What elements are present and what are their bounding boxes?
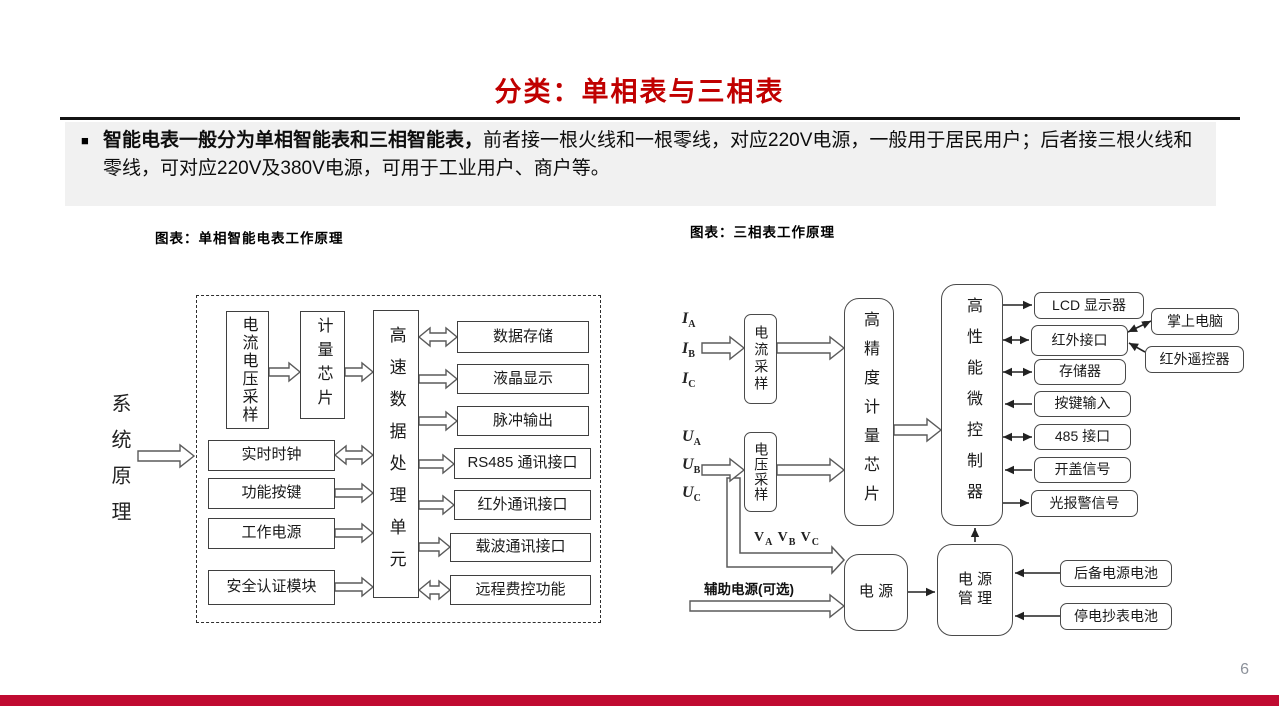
box-infrared-interface: 红外通讯接口 xyxy=(454,490,591,520)
footer-bar xyxy=(0,695,1279,706)
box-outage-reading-battery: 停电抄表电池 xyxy=(1060,603,1172,630)
box-working-power: 工作电源 xyxy=(208,518,335,549)
box-485-interface: 485 接口 xyxy=(1034,424,1131,450)
box-key-input: 按键输入 xyxy=(1034,391,1131,417)
single-phase-arrows xyxy=(137,326,459,601)
box-current-sampling: 电流采样 xyxy=(744,314,777,404)
box-power-supply: 电 源 xyxy=(844,554,908,631)
box-security-auth-module: 安全认证模块 xyxy=(208,570,335,605)
box-remote-fee-control: 远程费控功能 xyxy=(450,575,591,605)
box-function-keys: 功能按键 xyxy=(208,478,335,509)
three-phase-diagram: IA IB IC UA UB UC 电流采样 电压采样 高精度计量芯片 高性能微… xyxy=(640,270,1260,670)
current-input-labels: IA IB IC xyxy=(682,310,695,392)
box-cover-open-signal: 开盖信号 xyxy=(1034,457,1131,483)
vabc-label: VA VB VC xyxy=(754,530,821,548)
box-voltage-sampling: 电压采样 xyxy=(744,432,777,512)
page-title: 分类：单相表与三相表 xyxy=(494,77,785,107)
summary-rest: 前者接一根火线和一根零线，对应220V电源，一般用于居民用户；后者接三根火线和零… xyxy=(103,130,1193,179)
box-ir-interface: 红外接口 xyxy=(1031,325,1128,356)
input-ib: IB xyxy=(682,340,695,361)
voltage-to-power-connector xyxy=(726,477,846,575)
summary-text: 智能电表一般分为单相智能表和三相智能表，前者接一根火线和一根零线，对应220V电… xyxy=(103,127,1204,183)
box-high-speed-processing-unit: 高速数据处理单元 xyxy=(373,310,419,598)
box-pulse-output: 脉冲输出 xyxy=(457,406,589,436)
caption-single-phase: 图表：单相智能电表工作原理 xyxy=(155,231,344,246)
box-metering-chip: 计量芯片 xyxy=(300,311,345,419)
box-rs485-interface: RS485 通讯接口 xyxy=(454,448,591,479)
bullet-marker: ■ xyxy=(81,133,89,148)
summary-panel: ■ 智能电表一般分为单相智能表和三相智能表，前者接一根火线和一根零线，对应220… xyxy=(65,122,1216,206)
box-handheld-computer: 掌上电脑 xyxy=(1151,308,1239,335)
box-backup-battery: 后备电源电池 xyxy=(1060,560,1172,587)
box-carrier-interface: 载波通讯接口 xyxy=(450,533,591,562)
title-divider xyxy=(60,117,1240,120)
input-ua: UA xyxy=(682,428,701,449)
input-ub: UB xyxy=(682,456,701,477)
voltage-input-labels: UA UB UC xyxy=(682,428,701,506)
box-high-precision-metering-chip: 高精度计量芯片 xyxy=(844,298,894,526)
box-memory: 存储器 xyxy=(1034,359,1126,385)
box-high-performance-mcu: 高性能微控制器 xyxy=(941,284,1003,526)
input-ia: IA xyxy=(682,310,696,331)
summary-bold: 智能电表一般分为单相智能表和三相智能表， xyxy=(103,130,484,151)
box-ir-remote-control: 红外遥控器 xyxy=(1145,346,1244,373)
box-power-management: 电 源 管 理 xyxy=(937,544,1013,636)
system-principle-label: 系统原理 xyxy=(108,393,130,537)
meter-boundary-dashed-box xyxy=(196,295,601,623)
aux-power-label: 辅助电源(可选) xyxy=(704,582,794,597)
box-current-voltage-sampling: 电流电压采样 xyxy=(226,311,269,429)
page-number: 6 xyxy=(1240,661,1249,678)
box-real-time-clock: 实时时钟 xyxy=(208,440,335,471)
box-lcd-display: 液晶显示 xyxy=(457,364,589,394)
single-phase-diagram: 系统原理 电流电压采样 计量芯片 高速数据处理单元 实时时钟 功能按键 工作电源… xyxy=(100,280,620,630)
box-lcd-display-unit: LCD 显示器 xyxy=(1034,292,1144,319)
input-ic: IC xyxy=(682,370,696,391)
input-uc: UC xyxy=(682,484,701,505)
caption-three-phase: 图表：三相表工作原理 xyxy=(690,225,835,240)
box-light-alarm-signal: 光报警信号 xyxy=(1031,490,1138,517)
box-data-storage: 数据存储 xyxy=(457,321,589,353)
three-phase-arrows xyxy=(689,300,1152,621)
